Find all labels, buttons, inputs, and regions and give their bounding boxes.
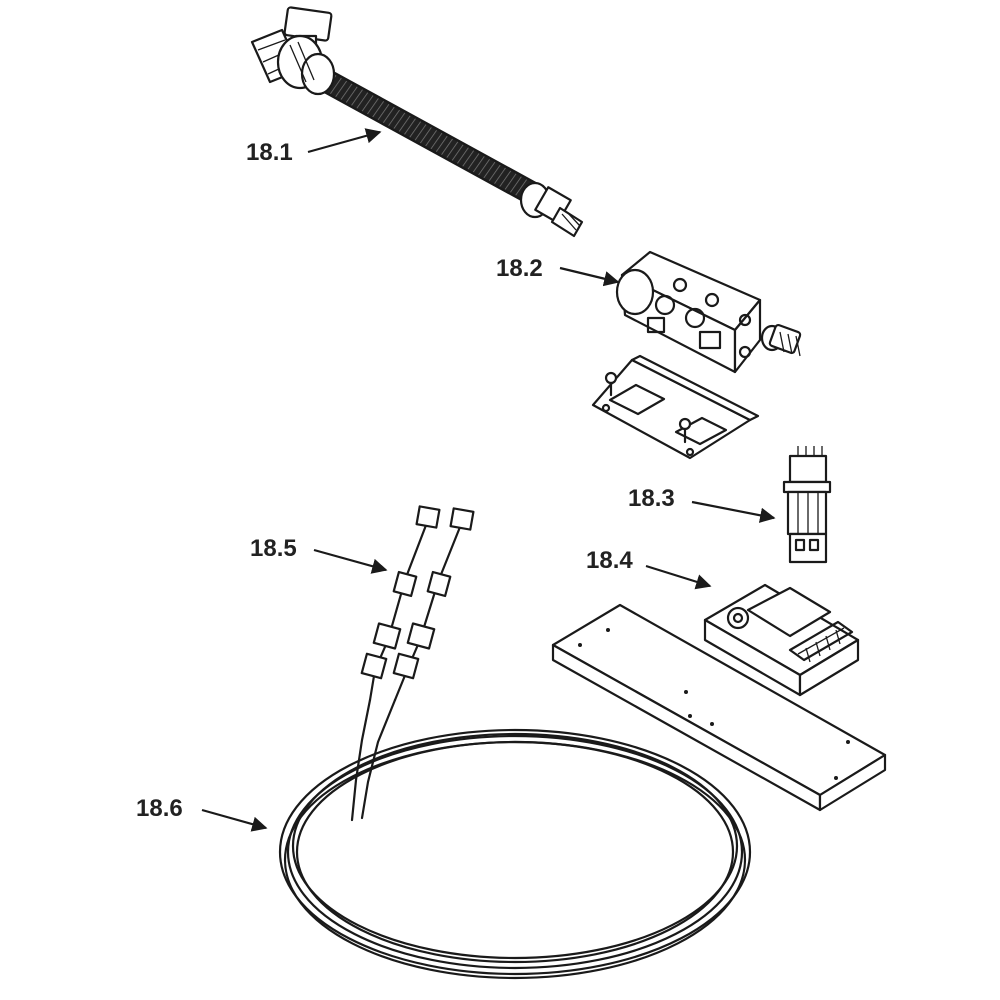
wire-connector xyxy=(782,446,832,564)
arrow-18-6 xyxy=(201,808,268,832)
arrow-18-5 xyxy=(313,548,388,574)
gas-valve-assembly xyxy=(591,250,802,460)
arrow-18-1 xyxy=(307,128,382,154)
gas-flex-line-with-valve xyxy=(250,6,584,238)
wire-harness-leads xyxy=(360,505,475,702)
coiled-wire xyxy=(278,698,752,980)
arrow-18-4 xyxy=(645,564,712,590)
arrow-18-2 xyxy=(559,266,620,287)
callout-18-1: 18.1 xyxy=(246,139,293,166)
callout-18-6: 18.6 xyxy=(136,795,183,822)
callout-18-5: 18.5 xyxy=(250,535,297,562)
callout-18-4: 18.4 xyxy=(586,547,633,574)
control-module-and-board xyxy=(551,583,887,812)
callout-18-2: 18.2 xyxy=(496,255,543,282)
callout-18-3: 18.3 xyxy=(628,485,675,512)
arrow-18-3 xyxy=(691,500,776,523)
